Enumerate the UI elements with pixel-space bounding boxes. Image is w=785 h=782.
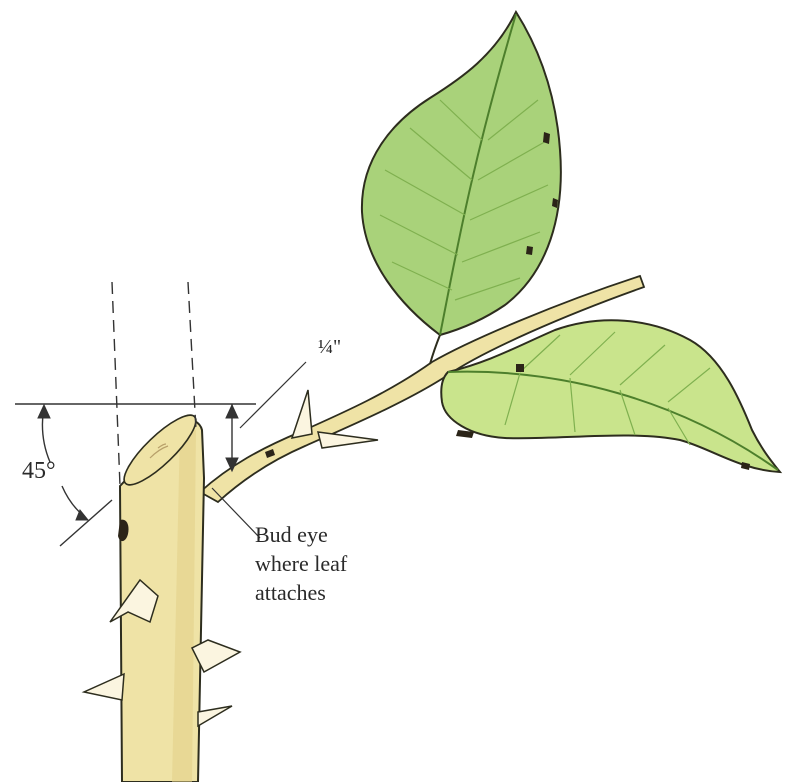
- bud-distance-arrow-top: [226, 405, 238, 418]
- shoot-thorn-lower: [318, 432, 378, 448]
- cane-thorn-3: [84, 674, 124, 700]
- upper-leaf: [362, 12, 561, 335]
- quarter-inch-leader: [240, 362, 306, 428]
- bud-eye-leader: [212, 488, 260, 538]
- left-dashed-guide: [112, 282, 120, 486]
- angle-arrow-bottom: [76, 510, 88, 520]
- cut-angle-line: [60, 500, 112, 546]
- bud-eye-label-line-3: attaches: [255, 578, 347, 607]
- bud-eye-label-line-1: Bud eye: [255, 520, 347, 549]
- right-dashed-guide: [188, 282, 196, 430]
- main-cane: [84, 407, 240, 782]
- bud-eye-label-line-2: where leaf: [255, 549, 347, 578]
- shoot-thorn-upper: [292, 390, 312, 438]
- angle-arrow-top: [38, 405, 50, 418]
- angle-label: 45°: [22, 459, 56, 483]
- cane-thorn-4: [198, 706, 232, 726]
- bud-eye-label: Bud eye where leaf attaches: [255, 520, 347, 607]
- bud-distance-label: ¼": [318, 337, 341, 357]
